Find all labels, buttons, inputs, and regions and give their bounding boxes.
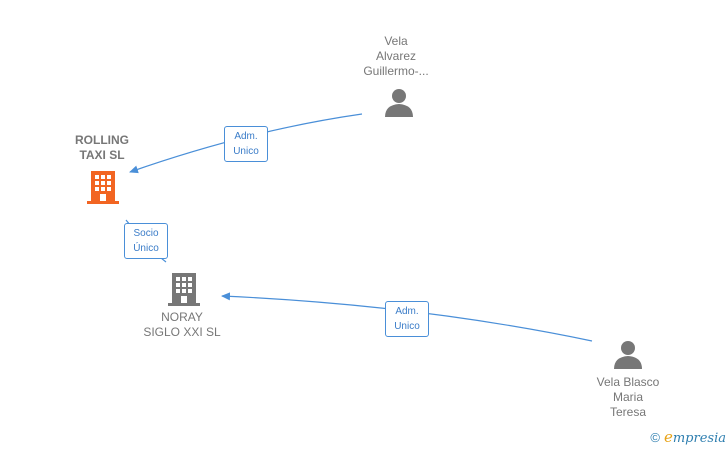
badge-line: Adm. [395,306,419,317]
relationship-badge-adm-unico[interactable]: Adm. Unico [385,301,429,337]
person-name-line: Teresa [609,405,647,419]
brand-logo-text: mpresia [672,431,726,446]
person-icon[interactable] [612,340,644,370]
person-label-vela-blasco[interactable]: Vela Blasco Maria Teresa [576,375,680,420]
person-name-line: Vela Blasco [596,375,660,389]
company-name-line: NORAY [161,310,203,324]
empresia-watermark: ©empresia [650,428,726,446]
company-name-line: TAXI SL [79,148,125,162]
person-name-line: Guillermo-... [363,64,429,78]
person-label-vela-alvarez[interactable]: Vela Alvarez Guillermo-... [346,34,446,79]
person-name-line: Maria [612,390,643,404]
copyright-symbol: © [650,430,660,445]
company-label-noray[interactable]: NORAY SIGLO XXI SL [122,310,242,340]
company-name-line: SIGLO XXI SL [143,325,221,339]
building-icon[interactable] [87,169,121,205]
badge-line: Unico [233,146,259,157]
badge-line: Único [133,243,159,254]
badge-line: Adm. [234,131,258,142]
person-name-line: Vela [384,34,408,48]
brand-logo-letter: e [663,428,673,446]
company-label-rolling-taxi[interactable]: ROLLING TAXI SL [52,133,152,163]
relationship-badge-socio-unico[interactable]: Socio Único [124,223,168,259]
badge-line: Socio [133,228,159,239]
person-icon[interactable] [383,88,415,118]
badge-line: Unico [394,321,420,332]
person-name-line: Alvarez [375,49,416,63]
company-name-line: ROLLING [75,133,129,147]
building-icon[interactable] [168,271,202,307]
relationship-badge-adm-unico[interactable]: Adm. Unico [224,126,268,162]
